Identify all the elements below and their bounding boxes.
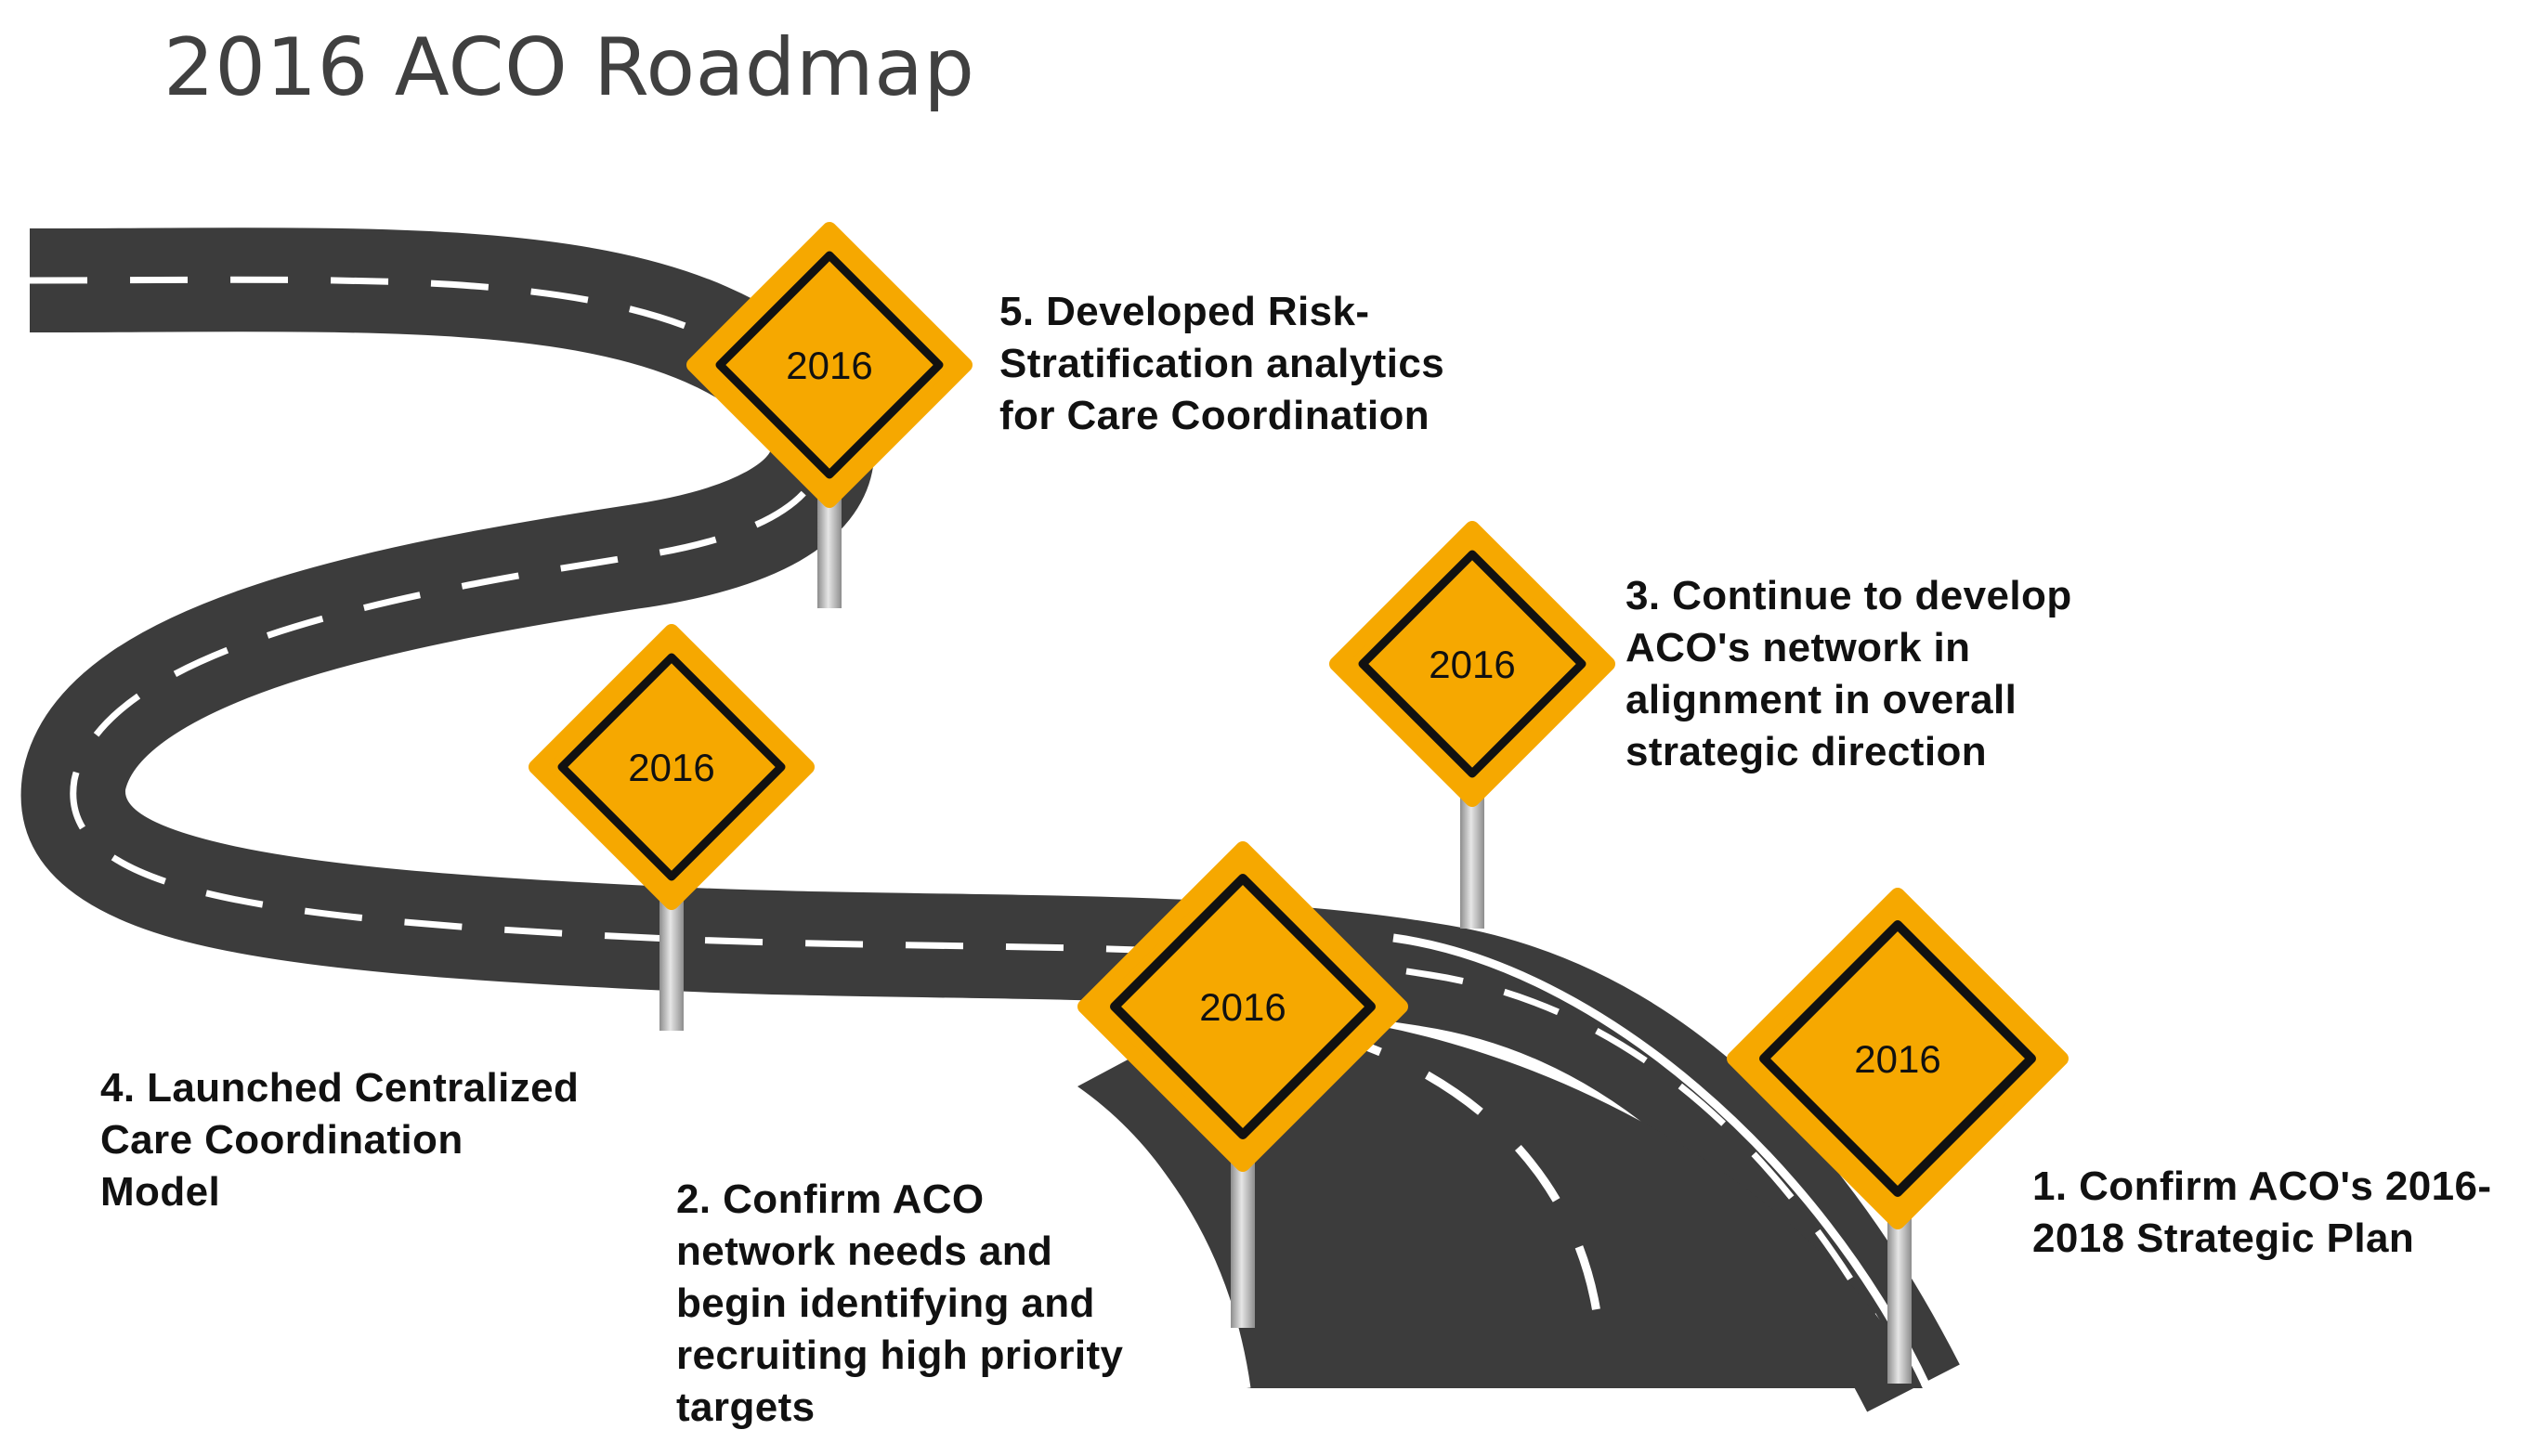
sign-year-label: 2016: [1429, 643, 1515, 686]
sign-year-label: 2016: [1854, 1037, 1940, 1081]
caption-line: 1. Confirm ACO's 2016-: [2032, 1164, 2492, 1209]
milestone-1-caption: 1. Confirm ACO's 2016- 2018 Strategic Pl…: [2032, 1161, 2491, 1265]
winding-road: [12, 219, 1967, 1416]
caption-line: begin identifying and: [676, 1280, 1095, 1326]
caption-line: 2018 Strategic Plan: [2032, 1216, 2415, 1261]
warning-sign-4: 2016: [529, 624, 815, 910]
caption-line: network needs and: [676, 1228, 1053, 1274]
milestone-3-caption: 3. Continue to develop ACO's network in …: [1626, 570, 2072, 778]
page-title: 2016 ACO Roadmap: [163, 21, 975, 114]
sign-year-label: 2016: [628, 746, 714, 789]
caption-line: Model: [100, 1169, 221, 1215]
sign-year-label: 2016: [786, 344, 872, 387]
sign-year-label: 2016: [1199, 985, 1286, 1029]
caption-line: alignment in overall: [1626, 677, 2017, 722]
warning-sign-3: 2016: [1329, 521, 1615, 807]
caption-line: 5. Developed Risk-: [999, 289, 1370, 334]
caption-line: Stratification analytics: [999, 341, 1445, 386]
caption-line: Care Coordination: [100, 1117, 464, 1163]
caption-line: recruiting high priority: [676, 1332, 1124, 1378]
milestone-5-caption: 5. Developed Risk- Stratification analyt…: [999, 286, 1444, 442]
caption-line: 3. Continue to develop: [1626, 573, 2072, 618]
warning-sign-5: 2016: [686, 222, 973, 508]
caption-line: targets: [676, 1384, 816, 1430]
warning-sign-2: 2016: [1077, 841, 1408, 1172]
caption-line: strategic direction: [1626, 729, 1988, 774]
caption-line: 2. Confirm ACO: [676, 1176, 985, 1222]
milestone-4-caption: 4. Launched Centralized Care Coordinatio…: [100, 1062, 579, 1218]
warning-sign-1: 2016: [1727, 888, 2069, 1229]
caption-line: 4. Launched Centralized: [100, 1065, 580, 1111]
caption-line: for Care Coordination: [999, 393, 1430, 438]
caption-line: ACO's network in: [1626, 625, 1971, 670]
milestone-2-caption: 2. Confirm ACO network needs and begin i…: [676, 1174, 1123, 1434]
